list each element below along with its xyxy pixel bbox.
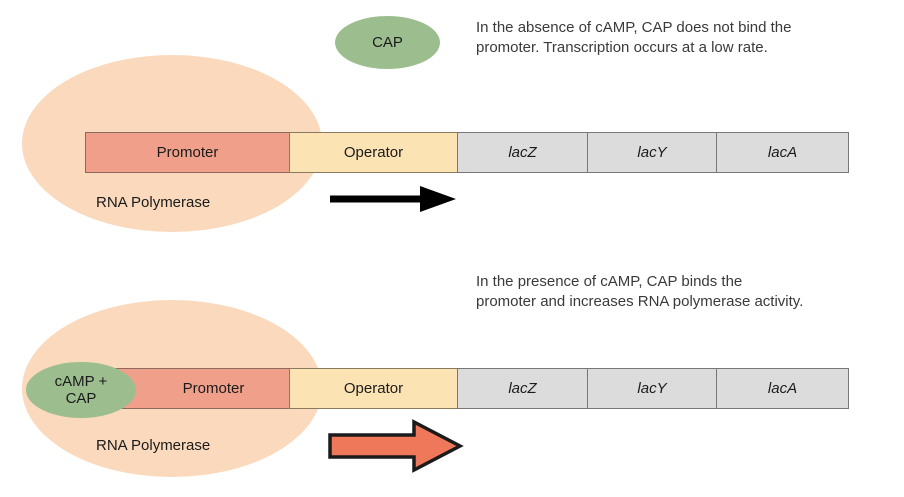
description-absence-of-camp: In the absence of cAMP, CAP does not bin… [476,19,792,56]
segment-lacz-top: lacZ [457,132,588,173]
description-presence-of-camp: In the presence of cAMP, CAP binds the p… [476,273,804,310]
rna-polymerase-label-bottom: RNA Polymerase [96,437,211,454]
cap-protein-oval-top: CAP [335,16,440,69]
segment-operator-top: Operator [288,132,459,173]
camp-cap-complex-label: cAMP + CAP [54,373,108,407]
segment-label-lacy-top: lacY [637,144,667,161]
segment-label-lacy-bottom: lacY [637,380,667,397]
segment-promoter-top: Promoter [85,132,290,173]
segment-lacy-bottom: lacY [586,368,718,409]
segment-label-operator-top: Operator [343,144,404,161]
segment-laca-bottom: lacA [716,368,849,409]
camp-cap-complex-oval: cAMP + CAP [26,362,136,418]
segment-lacz-bottom: lacZ [457,368,588,409]
segment-label-lacz-top: lacZ [508,144,537,161]
segment-label-laca-top: lacA [767,144,798,161]
segment-operator-bottom: Operator [288,368,459,409]
operon-bar-top: Promoter Operator lacZ lacY lacA [85,132,850,173]
segment-label-promoter-top: Promoter [156,144,219,161]
segment-label-lacz-bottom: lacZ [508,380,537,397]
operon-bar-bottom: Promoter Operator lacZ lacY lacA [85,368,850,409]
segment-label-promoter-bottom: Promoter [182,380,245,397]
rna-polymerase-label-top: RNA Polymerase [96,194,211,211]
transcription-arrow-thin-icon [330,186,456,212]
segment-label-laca-bottom: lacA [767,380,798,397]
segment-laca-top: lacA [716,132,849,173]
segment-lacy-top: lacY [586,132,718,173]
transcription-arrow-block-icon [328,419,464,473]
cap-protein-label: CAP [372,34,403,51]
segment-label-operator-bottom: Operator [343,380,404,397]
